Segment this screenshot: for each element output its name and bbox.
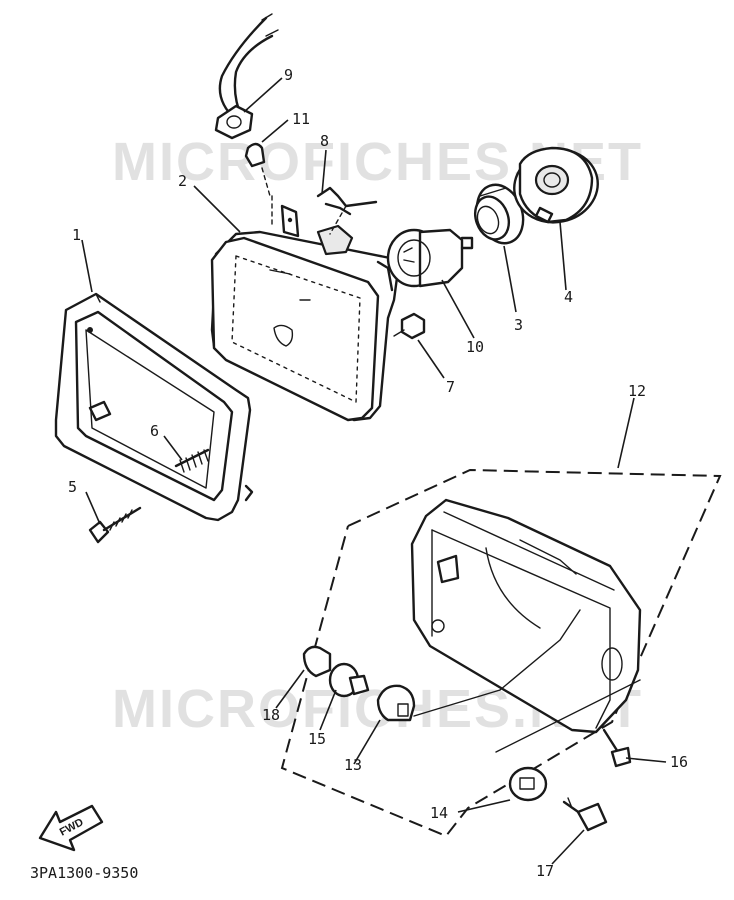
part-17-bolt[interactable] bbox=[562, 797, 608, 832]
part-4-dust-cover[interactable] bbox=[507, 142, 604, 230]
leader-lines bbox=[81, 77, 667, 865]
callout-14: 14 bbox=[430, 804, 448, 822]
callout-1: 1 bbox=[72, 226, 81, 244]
callout-9: 9 bbox=[284, 66, 293, 84]
part-16-bolt[interactable] bbox=[602, 728, 632, 768]
callout-13: 13 bbox=[344, 756, 362, 774]
part-10-headlight-bulb[interactable] bbox=[386, 228, 474, 288]
callout-12: 12 bbox=[628, 382, 646, 400]
forward-direction-arrow: FWD bbox=[38, 804, 104, 852]
part-13-socket[interactable] bbox=[376, 684, 501, 722]
callout-numbers: 1 2 3 4 5 6 7 8 9 10 11 12 13 14 15 16 1… bbox=[68, 66, 688, 880]
part-1-headlight-rim[interactable] bbox=[54, 292, 254, 522]
part-12-housing-assembly[interactable] bbox=[280, 468, 722, 838]
part-7-socket-cap[interactable] bbox=[393, 312, 426, 340]
part-2-sealed-beam-unit[interactable] bbox=[210, 195, 400, 422]
part-8-wire-clip[interactable] bbox=[316, 186, 378, 235]
part-6-adjusting-spring[interactable] bbox=[174, 448, 210, 473]
part-18-cap[interactable] bbox=[302, 645, 332, 678]
callout-15: 15 bbox=[308, 730, 326, 748]
callout-6: 6 bbox=[150, 422, 159, 440]
part-9-wire-harness[interactable] bbox=[214, 13, 279, 140]
callout-7: 7 bbox=[446, 378, 455, 396]
callout-2: 2 bbox=[178, 172, 187, 190]
part-15-connector[interactable] bbox=[328, 662, 370, 698]
callout-5: 5 bbox=[68, 478, 77, 496]
callout-4: 4 bbox=[564, 288, 573, 306]
callout-11: 11 bbox=[292, 110, 310, 128]
callout-18: 18 bbox=[262, 706, 280, 724]
part-11-pilot-bulb[interactable] bbox=[244, 142, 271, 197]
diagram-code: 3PA1300-9350 bbox=[30, 864, 138, 882]
callout-8: 8 bbox=[320, 132, 329, 150]
part-5-screw[interactable] bbox=[88, 506, 142, 544]
callout-3: 3 bbox=[514, 316, 523, 334]
callout-10: 10 bbox=[466, 338, 484, 356]
part-14-washer[interactable] bbox=[495, 679, 641, 802]
callout-16: 16 bbox=[670, 753, 688, 771]
callout-17: 17 bbox=[536, 862, 554, 880]
